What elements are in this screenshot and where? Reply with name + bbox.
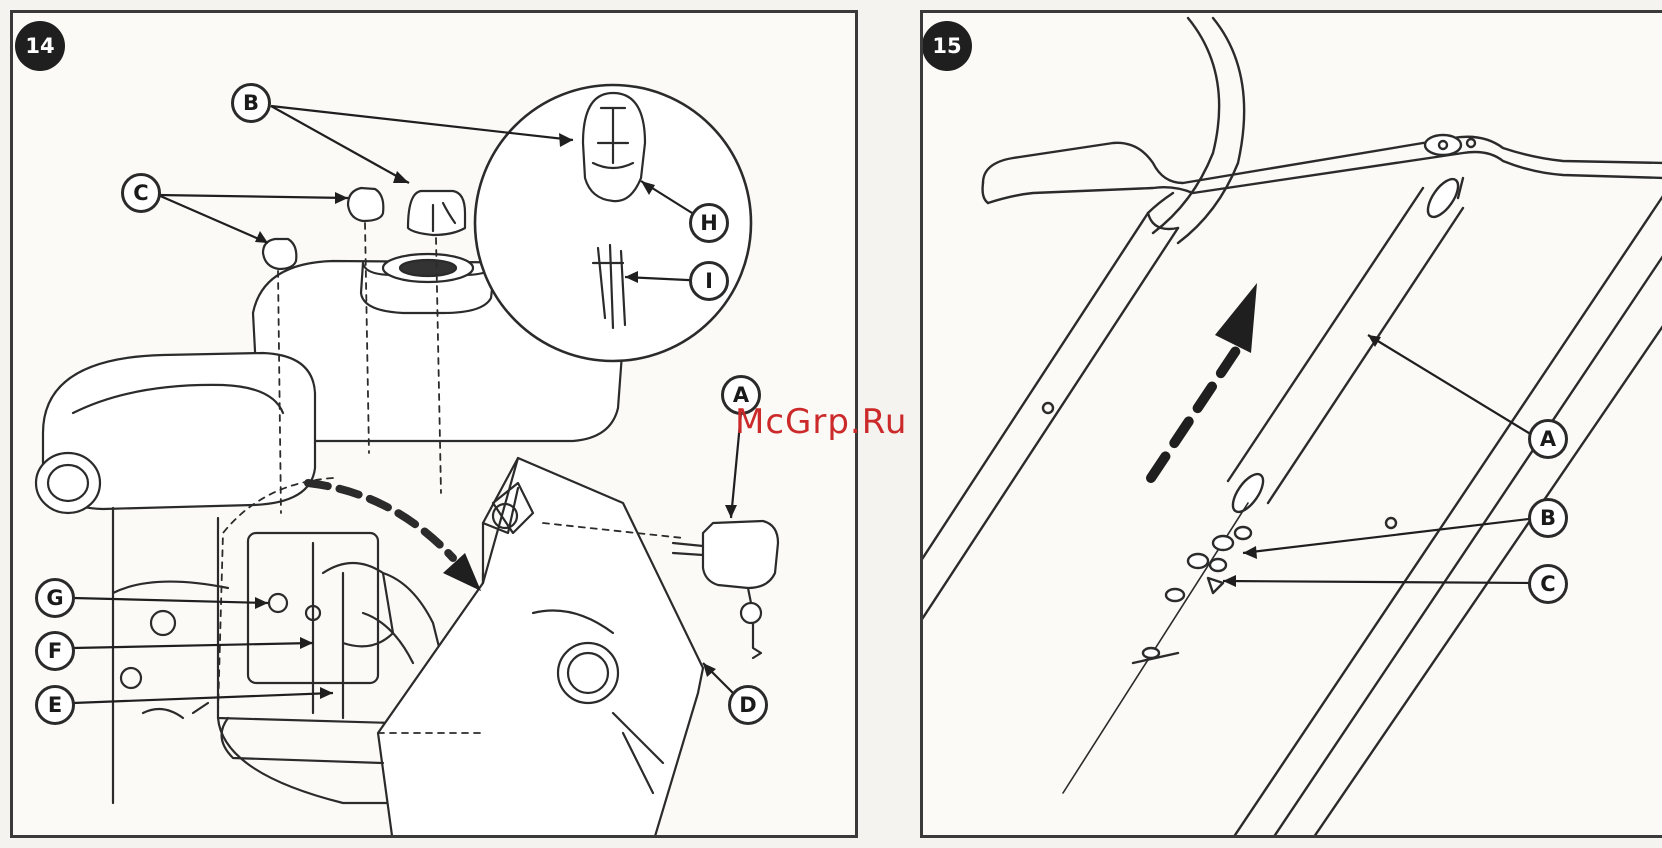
figure-number-badge: 15 — [922, 21, 972, 71]
callout-i: I — [689, 261, 729, 301]
callout-b: B — [231, 83, 271, 123]
callout-e: E — [35, 685, 75, 725]
callout-h: H — [689, 203, 729, 243]
figure-15-panel: 15 A B C — [920, 10, 1662, 838]
callout-b: B — [1528, 498, 1568, 538]
callout-a: A — [1528, 419, 1568, 459]
watermark-text: McGrp.Ru — [735, 402, 907, 442]
figure-number-badge: 14 — [15, 21, 65, 71]
callout-c: C — [1528, 564, 1568, 604]
callout-d: D — [728, 685, 768, 725]
callout-g: G — [35, 578, 75, 618]
figure-14-panel: 14 B C H I A G F E D — [10, 10, 858, 838]
callout-f: F — [35, 631, 75, 671]
callout-c: C — [121, 173, 161, 213]
